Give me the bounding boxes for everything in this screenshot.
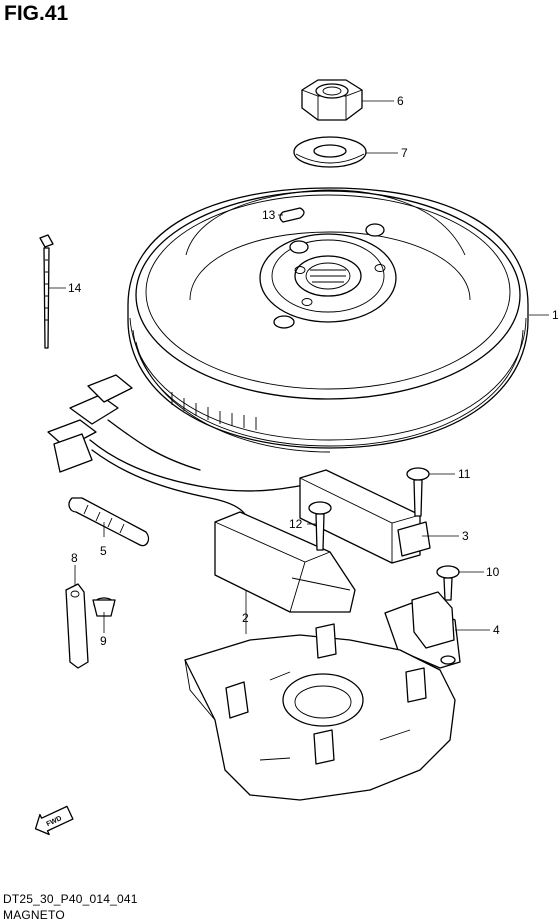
callout-12: 12 [289, 517, 303, 531]
callout-9: 9 [100, 634, 107, 648]
part-14-cable-tie[interactable] [39, 234, 54, 349]
part-12-screw[interactable] [308, 501, 332, 551]
wire-harness[interactable] [47, 374, 331, 531]
part-10-screw[interactable] [436, 565, 460, 601]
part-3-charge-coil[interactable] [299, 469, 431, 564]
callout-4: 4 [493, 623, 500, 637]
callout-2: 2 [242, 611, 249, 625]
callout-14: 14 [68, 281, 82, 295]
callout-8: 8 [71, 551, 78, 565]
callout-leaders [48, 100, 549, 634]
callout-13: 13 [262, 208, 276, 222]
callout-3: 3 [462, 529, 469, 543]
callout-1: 1 [552, 308, 559, 322]
part-5-sleeve[interactable] [68, 497, 150, 547]
callout-7: 7 [401, 146, 408, 160]
callout-numbers: 1 2 3 4 5 6 7 8 9 10 11 12 13 14 [68, 94, 559, 648]
part-1-flywheel[interactable] [127, 187, 529, 453]
callout-5: 5 [100, 544, 107, 558]
part-11-screw[interactable] [406, 467, 430, 517]
part-8-bracket[interactable] [65, 583, 89, 669]
drawing-code: DT25_30_P40_014_041 [3, 892, 138, 906]
callout-10: 10 [486, 565, 500, 579]
part-2-ignition-coil[interactable] [214, 511, 356, 613]
callout-6: 6 [397, 94, 404, 108]
figure-caption: MAGNETO [3, 908, 65, 922]
part-9-screw[interactable] [92, 597, 116, 617]
callout-11: 11 [458, 467, 471, 481]
part-7-washer[interactable] [293, 136, 367, 168]
part-6-nut[interactable] [301, 79, 363, 121]
stator-base-plate [184, 623, 456, 801]
forward-direction-arrow: FWD [34, 805, 74, 836]
figure-title: FIG.41 [4, 2, 69, 25]
